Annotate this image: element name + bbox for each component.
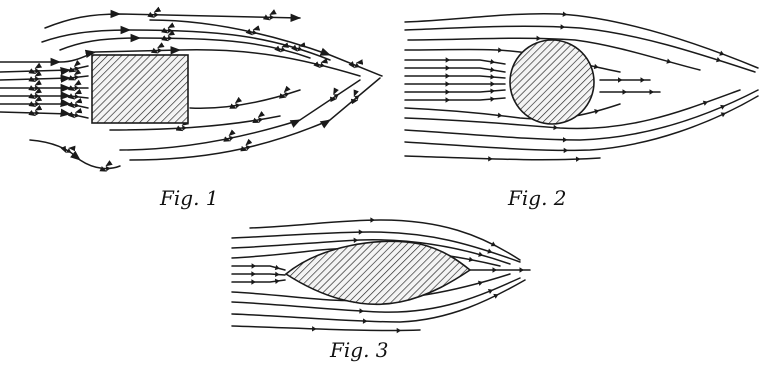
flow-arrowhead	[576, 156, 581, 161]
flow-arrowhead	[446, 73, 451, 78]
flow-arrowhead	[251, 271, 256, 276]
flow-arrowhead	[623, 89, 628, 94]
flow-arrowhead	[520, 267, 525, 272]
fig2-caption: Fig. 2	[508, 186, 567, 210]
flow-arrowhead	[446, 89, 451, 94]
flow-arrowhead	[275, 265, 280, 270]
flow-arrowhead	[35, 85, 40, 90]
flow-arrowhead	[536, 36, 541, 41]
flow-arrowhead	[553, 125, 558, 130]
flow-arrowhead	[168, 28, 173, 33]
flow-arrowhead	[490, 96, 495, 101]
flow-arrowhead	[270, 15, 275, 20]
flow-arrowhead	[168, 35, 173, 40]
flow-arrowhead	[370, 217, 375, 222]
fig1-streamlines	[0, 12, 382, 171]
flow-arrowhead	[650, 89, 655, 94]
flow-arrowhead	[490, 74, 495, 79]
flow-arrowhead	[35, 110, 40, 115]
flow-arrowhead	[158, 48, 163, 53]
flow-arrowhead	[74, 66, 79, 71]
flow-arrowhead	[490, 88, 495, 93]
flow-arrowhead	[491, 81, 496, 86]
flow-arrowhead	[666, 59, 671, 64]
flow-arrowhead	[478, 281, 483, 286]
flow-arrowhead	[359, 308, 364, 313]
flow-arrowhead	[641, 77, 646, 82]
flow-arrowhead	[594, 64, 599, 69]
fig1-caption: Fig. 1	[160, 186, 219, 210]
flow-arrowhead	[252, 263, 257, 268]
flow-arrowhead	[182, 125, 187, 130]
flow-arrowhead	[320, 62, 325, 67]
flow-arrowhead	[493, 267, 498, 272]
fig3-caption: Fig. 3	[330, 338, 389, 362]
flow-arrowhead	[35, 101, 40, 106]
flow-arrowhead	[74, 112, 79, 117]
flow-arrowhead	[74, 102, 79, 107]
flow-arrowhead	[498, 113, 503, 118]
flow-arrowhead	[252, 30, 257, 35]
flow-arrowhead	[35, 93, 40, 98]
flow-arrowhead	[74, 94, 79, 99]
fig3-diagram	[232, 217, 530, 333]
flow-arrowhead	[251, 279, 256, 284]
fig2-circle-body	[510, 40, 594, 124]
fig1-diagram	[0, 12, 382, 171]
flow-arrowhead	[359, 229, 364, 234]
flow-arrowhead	[560, 24, 565, 29]
flow-arrowhead	[154, 12, 159, 17]
fig2-diagram	[405, 11, 758, 161]
flow-arrowhead	[275, 272, 280, 277]
flow-arrowhead	[354, 238, 359, 243]
flow-arrowhead	[498, 47, 503, 52]
flow-arrowhead	[74, 75, 79, 80]
flow-arrowhead	[35, 76, 40, 81]
flow-arrowhead	[446, 81, 451, 86]
flow-arrowhead	[397, 328, 402, 333]
flow-arrowhead	[563, 137, 568, 142]
flow-arrowhead	[312, 326, 317, 331]
flow-arrowhead	[488, 156, 493, 161]
flow-arrowhead	[618, 77, 623, 82]
flow-arrowhead	[446, 65, 451, 70]
flow-arrowhead	[563, 11, 568, 16]
flow-arrowhead	[246, 145, 251, 150]
flow-arrowhead	[281, 47, 286, 52]
flow-arrowhead	[35, 68, 40, 73]
flow-arrowhead	[363, 318, 368, 323]
flow-arrowhead	[446, 57, 451, 62]
flow-arrowhead	[564, 148, 569, 153]
flow-arrowhead	[446, 97, 451, 102]
fig1-rectangle-body	[92, 55, 188, 123]
flow-arrowhead	[75, 85, 80, 90]
flow-arrowhead	[106, 166, 111, 171]
